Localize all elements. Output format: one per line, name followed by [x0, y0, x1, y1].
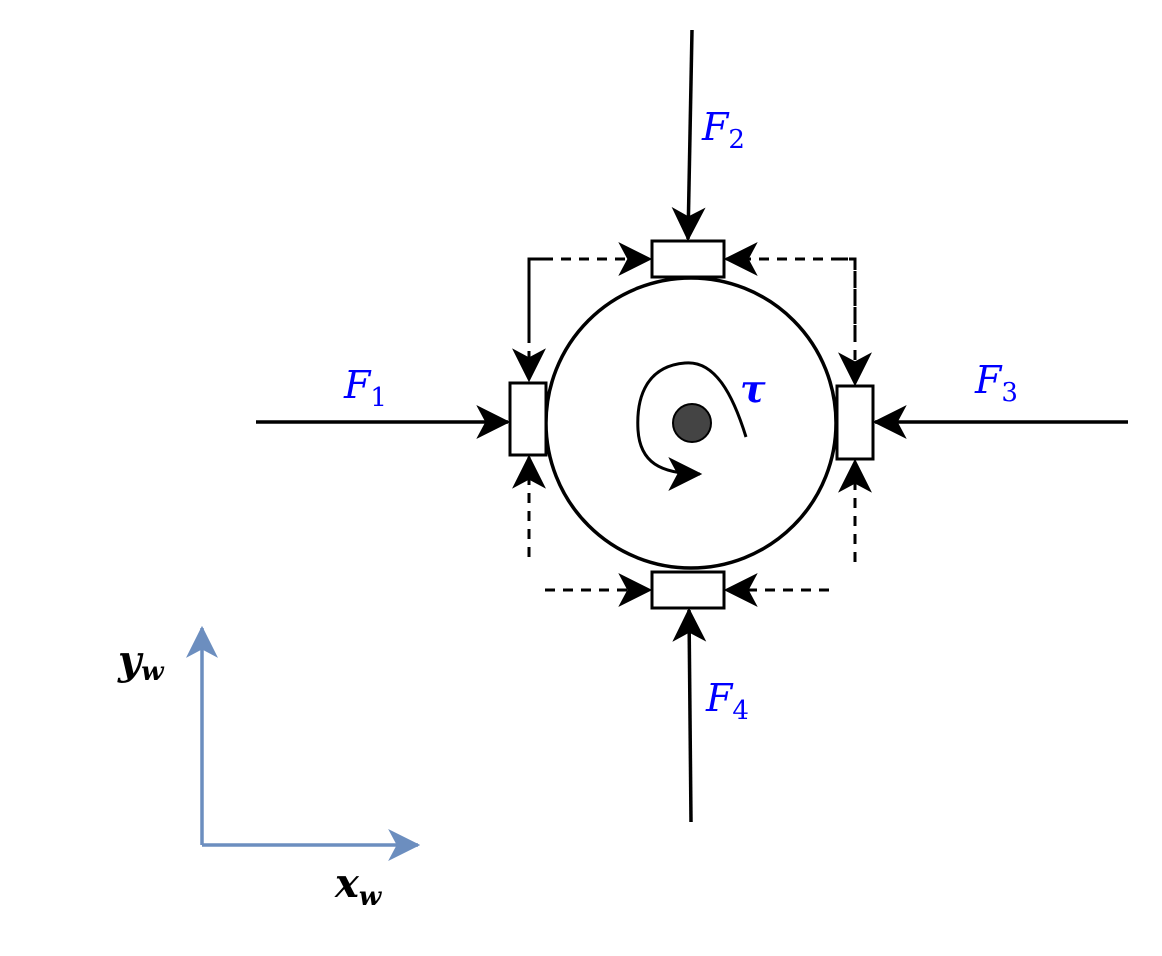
- y-axis-label: yw: [117, 637, 165, 687]
- force-label-3-sub: 3: [1001, 378, 1018, 408]
- x-axis-label-symbol: x: [334, 860, 360, 907]
- pad-top: [650, 239, 726, 279]
- dashed-reaction-arrows: [512, 242, 872, 607]
- y-axis-label-symbol: y: [117, 637, 144, 684]
- x-axis-label: xw: [334, 860, 383, 912]
- pad-right: [835, 384, 875, 461]
- force-label-3-symbol: F: [974, 358, 1003, 402]
- force-label-1-symbol: F: [343, 363, 372, 407]
- force-label-4-sub: 4: [732, 696, 749, 726]
- center-hub: [672, 403, 712, 443]
- torque-arrow: [636, 361, 748, 491]
- torque-label: τ: [740, 366, 766, 411]
- force-label-2-sub: 2: [728, 125, 745, 155]
- force-arrow-4: [672, 607, 707, 823]
- y-axis-label-sub: w: [141, 657, 165, 687]
- x-axis-label-sub: w: [359, 882, 383, 912]
- force-label-1: F1: [343, 363, 387, 413]
- force-label-1-sub: 1: [370, 383, 387, 413]
- force-label-4-symbol: F: [705, 676, 734, 720]
- dashed-arrow-left-top: [512, 257, 546, 383]
- force-label-4: F4: [705, 676, 749, 726]
- dashed-arrow-top-left: [527, 242, 653, 335]
- dashed-arrow-right-top: [838, 257, 872, 387]
- pad-left: [508, 381, 548, 457]
- force-label-2: F2: [701, 105, 745, 155]
- dashed-arrow-top-right: [723, 242, 857, 335]
- force-arrow-2: [671, 29, 706, 242]
- force-label-3: F3: [974, 358, 1018, 408]
- pad-bottom: [650, 570, 726, 610]
- force-label-2-symbol: F: [701, 105, 730, 149]
